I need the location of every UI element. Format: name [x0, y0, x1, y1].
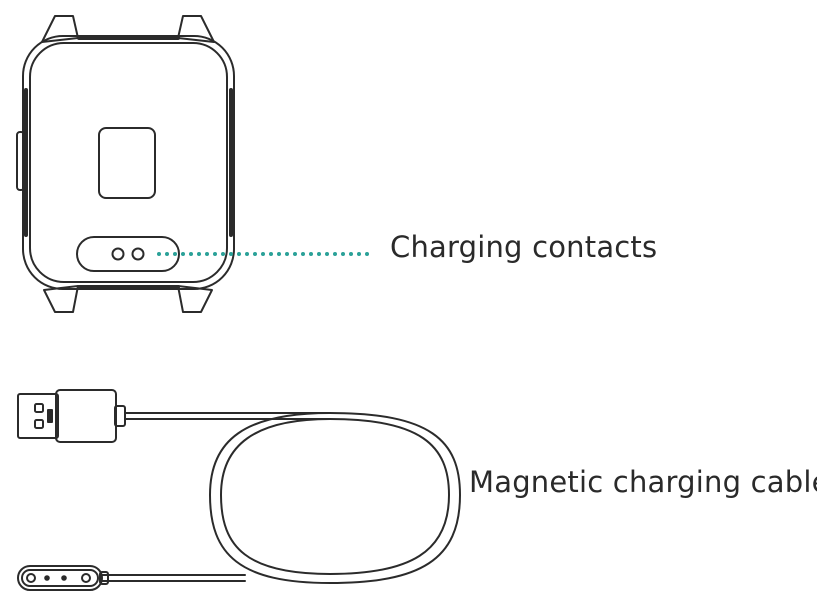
magnetic-pin-mid-left — [44, 575, 50, 581]
usb-magnetic-cable-icon — [17, 389, 461, 591]
watch-case-inner — [29, 42, 228, 283]
charging-contact-pin-right — [131, 247, 145, 261]
charging-contacts-leader — [157, 252, 369, 256]
cable-loop-inner — [124, 418, 450, 575]
cable-to-magnetic-head — [99, 574, 246, 582]
usb-plug-hole-top — [34, 403, 44, 413]
smartwatch-back-icon — [16, 15, 235, 313]
magnetic-connector-head — [17, 565, 103, 591]
magnetic-pin-mid-right — [61, 575, 67, 581]
watch-case-outer — [22, 35, 235, 290]
magnetic-pin-left — [26, 573, 36, 583]
watch-sensor-window — [98, 127, 156, 199]
charging-contacts-label: Charging contacts — [390, 230, 658, 264]
magnetic-connector-inner — [21, 569, 99, 587]
charging-contact-pill — [76, 236, 180, 272]
usb-strain-relief — [114, 405, 126, 427]
cable-loop-outer — [124, 412, 461, 584]
usb-plug-hole-bottom — [34, 419, 44, 429]
magnetic-connector-neck — [99, 571, 109, 585]
watch-side-button — [16, 131, 25, 191]
usb-plug-contact — [47, 409, 53, 423]
magnetic-pin-right — [81, 573, 91, 583]
usb-plug-metal — [17, 393, 59, 439]
usb-housing — [55, 389, 117, 443]
watch-bottom-lug-left — [43, 285, 79, 313]
magnetic-charging-cable-label: Magnetic charging cable — [469, 465, 817, 499]
charging-contact-pin-left — [111, 247, 125, 261]
